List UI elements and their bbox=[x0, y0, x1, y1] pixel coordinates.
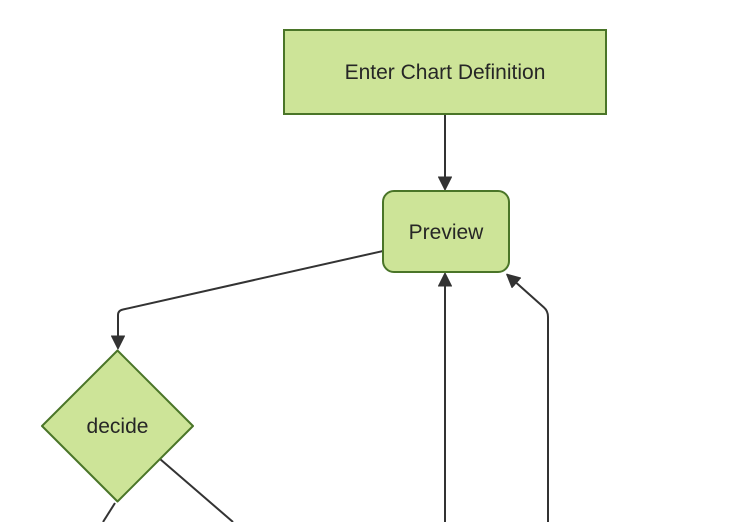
node-preview: Preview bbox=[382, 190, 510, 273]
edge-decide-exit-bottom bbox=[102, 502, 116, 522]
enter-chart-definition-box bbox=[283, 29, 607, 115]
edge-decide-exit-right bbox=[159, 458, 234, 522]
preview-label: Preview bbox=[409, 221, 485, 244]
edge-preview-to-decide bbox=[118, 250, 384, 349]
edge-bottom-right-to-preview bbox=[507, 275, 549, 522]
node-enter-chart-definition: Enter Chart Definition bbox=[283, 29, 607, 115]
node-decide: decide bbox=[41, 349, 194, 503]
decide-diamond bbox=[41, 349, 194, 503]
decide-label: decide bbox=[87, 415, 149, 438]
preview-box bbox=[382, 190, 510, 273]
enter-chart-definition-label: Enter Chart Definition bbox=[345, 61, 546, 84]
